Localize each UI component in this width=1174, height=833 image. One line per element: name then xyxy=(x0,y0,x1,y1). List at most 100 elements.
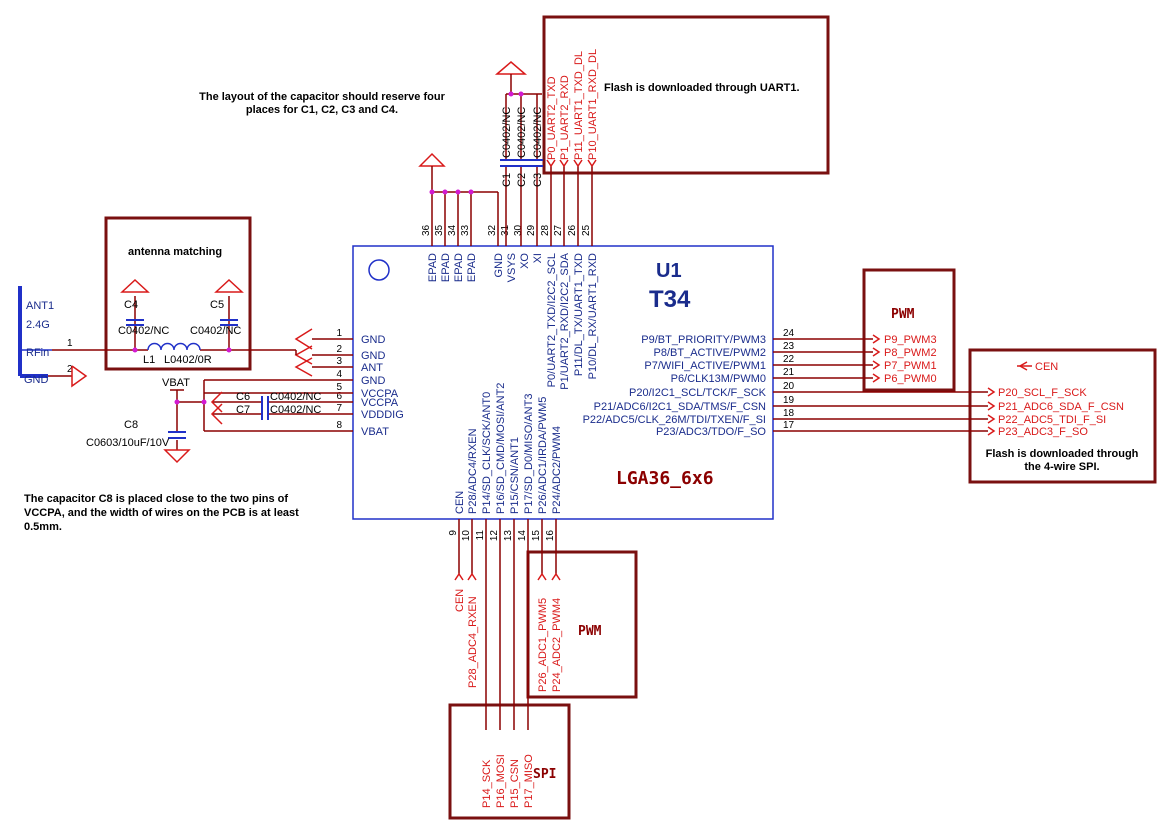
pwm-net-label: P8_PWM2 xyxy=(884,347,937,359)
cap-c8 xyxy=(168,431,186,439)
note-c8-2: VCCPA, and the width of wires on the PCB… xyxy=(24,507,299,519)
top-net-label: P10_UART1_RXD_DL xyxy=(587,49,599,160)
spi-flash-box xyxy=(968,348,1157,484)
bottom-pin-number: 16 xyxy=(545,530,556,542)
bottom-pin-name: P28/ADC4/RXEN xyxy=(467,428,479,514)
c4-value: C0402/NC xyxy=(118,325,169,337)
top-pin-number: 36 xyxy=(421,224,432,236)
spi-bottom-net-label: P17_MISO xyxy=(523,754,535,808)
inductor-l1 xyxy=(147,342,201,351)
right-pin-number: 18 xyxy=(783,408,795,419)
left-pin-number: 6 xyxy=(336,391,342,402)
c6-ref: C6 xyxy=(236,391,250,403)
vccpa-arrows xyxy=(210,391,223,425)
cen-net-right: CEN xyxy=(1035,361,1058,373)
bottom-pin-name: P15/CSN/ANT1 xyxy=(509,437,521,514)
top-pin-number: 25 xyxy=(581,224,592,236)
right-pin-number: 19 xyxy=(783,395,795,406)
top-pin-name: P10/DL_RX/UART1_RXD xyxy=(587,253,599,379)
chip-part: T34 xyxy=(649,286,691,313)
chip-package: LGA36_6x6 xyxy=(616,468,714,489)
bottom-pin-name: P14/SD_CLK/SCK/ANT0 xyxy=(481,392,493,514)
note-c8-1: The capacitor C8 is placed close to the … xyxy=(24,493,288,505)
right-pin-number: 21 xyxy=(783,367,795,378)
spi-net-label: P22_ADC5_TDI_F_SI xyxy=(998,414,1106,426)
bottom-pin-number: 9 xyxy=(448,530,459,536)
node xyxy=(518,91,524,97)
right-pin-number: 23 xyxy=(783,341,795,352)
bottom-pin-name: P26/ADC1/IRDA/PWM5 xyxy=(537,397,549,514)
pwm-net-label: P6_PWM0 xyxy=(884,373,937,385)
antenna-matching-box xyxy=(104,216,252,371)
right-pin-number: 22 xyxy=(783,354,795,365)
antenna-symbol xyxy=(18,286,52,378)
c1-value: C0402/NC xyxy=(501,107,513,158)
spi-bottom-net-label: P14_SCK xyxy=(481,759,493,808)
top-net-label: P1_UART2_RXD xyxy=(559,75,571,160)
top-pin-name: EPAD xyxy=(466,253,478,282)
pwm-right-label: PWM xyxy=(891,307,915,322)
bottom-pin-number: 15 xyxy=(531,530,542,542)
left-pin-number: 5 xyxy=(336,382,342,393)
spi-flash-label-1: Flash is downloaded through xyxy=(986,448,1139,460)
top-pin-number: 34 xyxy=(447,224,458,236)
bottom-pin-name: P17/SD_D0/MISO/ANT3 xyxy=(523,394,535,514)
top-gnd-nodes xyxy=(429,189,474,195)
top-pin-name: P0/UART2_TXD/I2C2_SCL xyxy=(546,253,558,387)
cap-c5 xyxy=(220,319,238,326)
gnd-c123 xyxy=(494,61,528,75)
bottom-pin-number: 14 xyxy=(517,530,528,542)
ant-rfin: RFin xyxy=(26,347,49,359)
spi-bottom-label: SPI xyxy=(533,767,556,782)
antenna-label: antenna matching xyxy=(128,246,222,258)
bottom-pin-name: P24/ADC2/PWM4 xyxy=(551,426,563,514)
right-pin-number: 20 xyxy=(783,381,795,392)
top-net-label: P0_UART2_TXD xyxy=(546,76,558,160)
left-pin-number: 8 xyxy=(336,420,342,431)
right-pin-name: P6/CLK13M/PWM0 xyxy=(671,373,766,385)
left-wires xyxy=(295,338,353,368)
top-pin-number: 33 xyxy=(460,224,471,236)
top-pin-number: 28 xyxy=(540,224,551,236)
cap-c6 xyxy=(261,396,269,408)
left-pin-number: 7 xyxy=(336,403,342,414)
node xyxy=(201,399,207,405)
top-pin-name: XO xyxy=(519,253,531,269)
spi-net-label: P20_SCL_F_SCK xyxy=(998,387,1087,399)
top-pin-name: EPAD xyxy=(453,253,465,282)
spi-flash-label-2: the 4-wire SPI. xyxy=(1024,461,1099,473)
vbat-wires xyxy=(170,379,353,450)
c1-ref: C1 xyxy=(501,173,513,187)
note-cap-layout-2: places for C1, C2, C3 and C4. xyxy=(246,104,398,116)
bottom-net-label: CEN xyxy=(454,589,466,612)
chip-body xyxy=(352,245,774,520)
gnd-epad xyxy=(418,152,446,167)
right-pin-name: P22/ADC5/CLK_26M/TDI/TXEN/F_SI xyxy=(583,414,766,426)
ant-value: 2.4G xyxy=(26,319,50,331)
chip-pins: 1GND2GND3ANT4GND5VCCPA6VCCPA7VDDDIG8VBAT… xyxy=(204,192,873,541)
left-pin-name: VBAT xyxy=(361,426,389,438)
right-net-labels: P9_PWM3P8_PWM2P7_PWM1P6_PWM0P20_SCL_F_SC… xyxy=(872,334,1124,438)
spi-bottom-net-label: P15_CSN xyxy=(509,759,521,808)
l1-value: L0402/0R xyxy=(164,354,212,366)
c7-ref: C7 xyxy=(236,404,250,416)
c6-value: C0402/NC xyxy=(270,391,321,403)
cen-net-arrow xyxy=(1018,361,1028,371)
left-pin-name: VCCPA xyxy=(361,388,399,400)
pwm-net-label: P9_PWM3 xyxy=(884,334,937,346)
left-pin-name: ANT xyxy=(361,362,383,374)
bottom-pin-name: P16/SD_CMD/MOSI/ANT2 xyxy=(495,383,507,514)
ant-ref: ANT1 xyxy=(26,300,54,312)
note-cap-layout-1: The layout of the capacitor should reser… xyxy=(199,91,445,103)
cap-c1-c3 xyxy=(500,159,543,167)
right-pin-name: P9/BT_PRIORITY/PWM3 xyxy=(641,334,766,346)
c2-value: C0402/NC xyxy=(516,107,528,158)
top-pin-number: 29 xyxy=(526,224,537,236)
bottom-pin-number: 10 xyxy=(461,530,472,542)
top-net-label: P11_UART1_TXD_DL xyxy=(573,51,585,160)
bottom-pin-number: 12 xyxy=(489,530,500,542)
c3-value: C0402/NC xyxy=(532,107,544,158)
top-pin-number: 30 xyxy=(513,224,524,236)
top-pin-name: GND xyxy=(493,253,505,278)
ant-gnd: GND xyxy=(24,374,49,386)
